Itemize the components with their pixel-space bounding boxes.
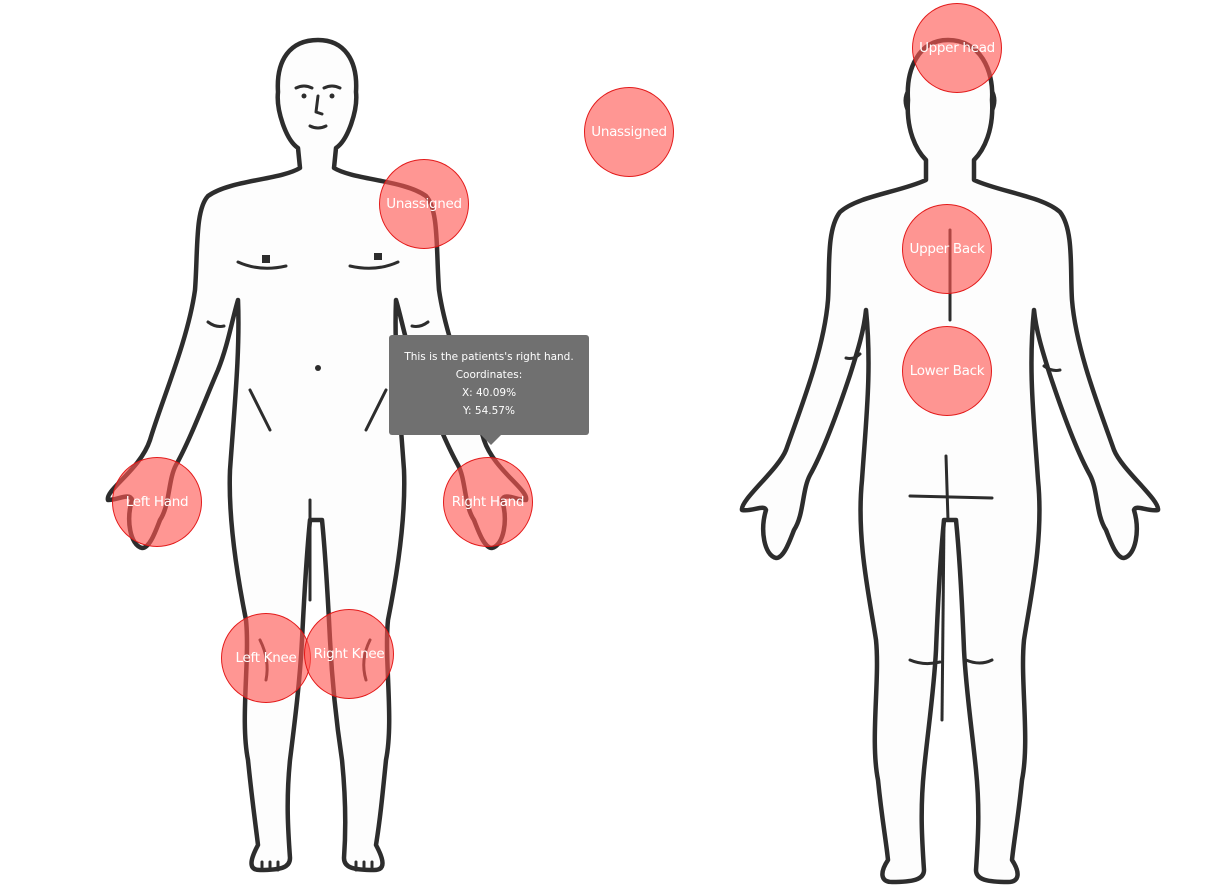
marker-left-knee[interactable]: Left Knee bbox=[221, 613, 311, 703]
marker-label: Upper head bbox=[919, 40, 995, 56]
marker-label: Right Knee bbox=[313, 646, 385, 662]
front-body-figure bbox=[90, 0, 550, 895]
marker-label: Right Hand bbox=[451, 494, 525, 510]
marker-upper-back[interactable]: Upper Back bbox=[902, 204, 992, 294]
marker-right-hand[interactable]: Right Hand bbox=[443, 457, 533, 547]
marker-upper-head[interactable]: Upper head bbox=[912, 3, 1002, 93]
tooltip-y-value: Y: 54.57% bbox=[463, 405, 515, 417]
marker-label: Left Hand bbox=[125, 494, 189, 510]
tooltip-arrow bbox=[481, 435, 501, 445]
marker-tooltip: This is the patients's right hand. Coord… bbox=[389, 335, 589, 445]
marker-label: Lower Back bbox=[909, 363, 985, 379]
front-body-outline bbox=[105, 37, 529, 873]
marker-unassigned[interactable]: Unassigned bbox=[584, 87, 674, 177]
back-body-figure bbox=[730, 0, 1180, 895]
marker-label: Unassigned bbox=[386, 196, 462, 212]
marker-label: Upper Back bbox=[909, 241, 985, 257]
tooltip-description: This is the patients's right hand. bbox=[404, 351, 574, 363]
marker-label: Unassigned bbox=[591, 124, 667, 140]
tooltip-x-value: X: 40.09% bbox=[461, 387, 517, 399]
marker-unassigned[interactable]: Unassigned bbox=[379, 159, 469, 249]
tooltip-coordinates-label: Coordinates: bbox=[455, 369, 523, 381]
marker-lower-back[interactable]: Lower Back bbox=[902, 326, 992, 416]
marker-left-hand[interactable]: Left Hand bbox=[112, 457, 202, 547]
marker-right-knee[interactable]: Right Knee bbox=[304, 609, 394, 699]
back-body-outline bbox=[739, 37, 1161, 885]
marker-label: Left Knee bbox=[235, 650, 297, 666]
